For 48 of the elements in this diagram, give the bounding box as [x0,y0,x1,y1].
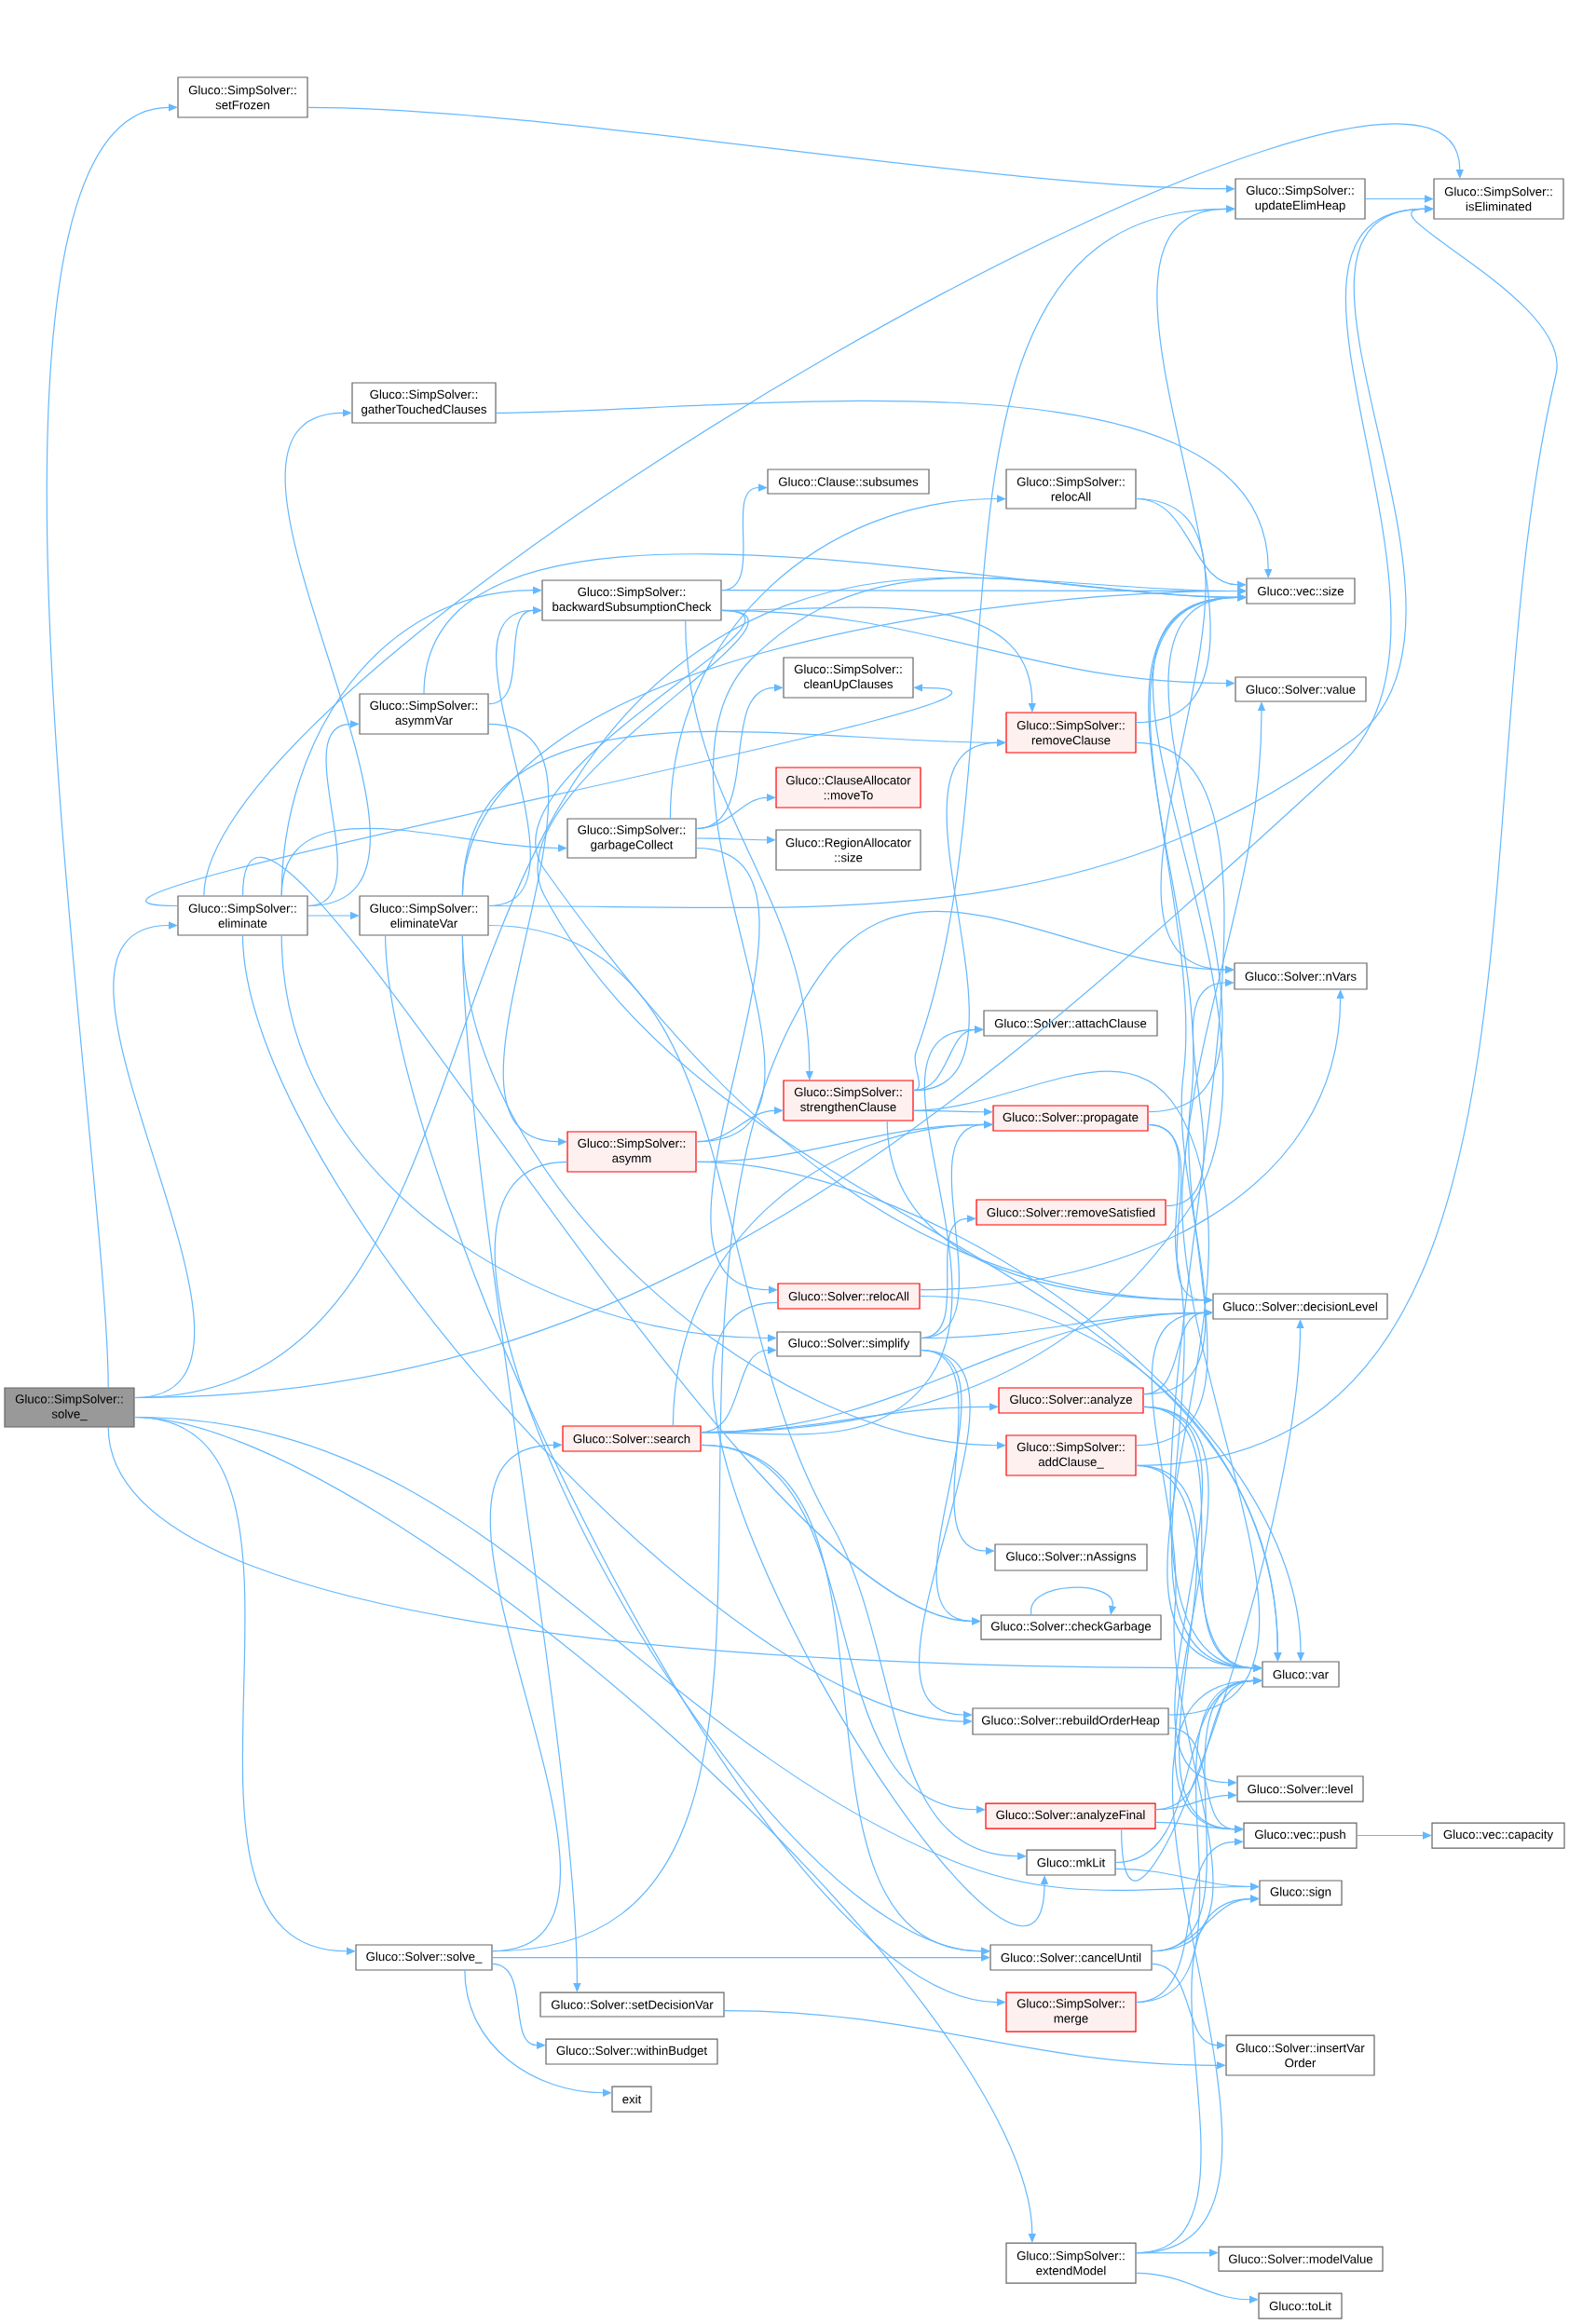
function-box: Gluco::Clause::subsumes [767,469,930,495]
function-box: Gluco::SimpSolver:: backwardSubsumptionCheck [541,579,722,621]
function-box: Gluco::SimpSolver:: solve_ [4,1387,135,1428]
call-arrow [145,684,953,907]
function-box: Gluco::Solver::solve_ [355,1944,493,1971]
function-box: Gluco::SimpSolver:: updateElimHeap [1235,178,1366,220]
function-box: Gluco::Solver::decisionLevel [1212,1293,1388,1320]
function-box: Gluco::SimpSolver:: asymm [566,1131,697,1173]
function-box: Gluco::Solver::withinBudget [545,2038,718,2065]
function-box: exit [611,2086,652,2113]
function-box: Gluco::Solver::nVars [1234,962,1368,990]
function-box: Gluco::RegionAllocator ::size [775,829,921,871]
function-box: Gluco::SimpSolver:: cleanUpClauses [783,657,914,699]
function-box: Gluco::Solver::level [1236,1775,1364,1802]
call-arrow [1030,1586,1117,1616]
call-arrow [285,409,371,907]
function-box: Gluco::SimpSolver:: relocAll [1005,469,1137,510]
call-arrow [113,921,196,1399]
function-box: Gluco::vec::capacity [1431,1822,1565,1849]
function-box: Gluco::SimpSolver:: strengthenClause [783,1080,914,1121]
function-box: Gluco::Solver::search [562,1425,702,1452]
function-box: Gluco::Solver::insertVar Order [1225,2034,1375,2076]
function-box: Gluco::SimpSolver:: removeClause [1005,712,1137,754]
function-box: Gluco::ClauseAllocator ::moveTo [775,767,921,809]
function-box: Gluco::SimpSolver:: eliminate [177,895,308,936]
function-box: Gluco::Solver::value [1235,676,1367,702]
function-box: Gluco::toLit [1258,2292,1343,2319]
function-box: Gluco::SimpSolver:: setFrozen [177,76,308,118]
function-box: Gluco::SimpSolver:: garbageCollect [566,818,697,859]
function-box: Gluco::Solver::attachClause [983,1010,1158,1037]
function-box: Gluco::SimpSolver:: merge [1005,1991,1137,2032]
function-box: Gluco::Solver::removeSatisfied [976,1199,1167,1226]
function-box: Gluco::SimpSolver:: isEliminated [1433,178,1564,220]
function-box: Gluco::SimpSolver:: eliminateVar [359,895,489,936]
function-box: Gluco::mkLit [1026,1849,1116,1876]
function-box: Gluco::Solver::setDecisionVar [539,1991,725,2018]
function-box: Gluco::vec::push [1243,1822,1358,1849]
function-box: Gluco::SimpSolver:: gatherTouchedClauses [351,382,497,424]
call-arrow [203,125,1464,897]
function-box: Gluco::sign [1259,1880,1343,1906]
function-box: Gluco::SimpSolver:: extendModel [1005,2242,1137,2284]
function-box: Gluco::var [1262,1661,1340,1688]
function-box: Gluco::Solver::cancelUntil [989,1944,1153,1971]
function-box: Gluco::Solver::propagate [992,1105,1149,1132]
function-box: Gluco::SimpSolver:: asymmVar [359,693,489,735]
function-box: Gluco::vec::size [1246,578,1356,605]
call-arrow [1151,1309,1214,1952]
function-box: Gluco::Solver::modelValue [1218,2246,1384,2272]
